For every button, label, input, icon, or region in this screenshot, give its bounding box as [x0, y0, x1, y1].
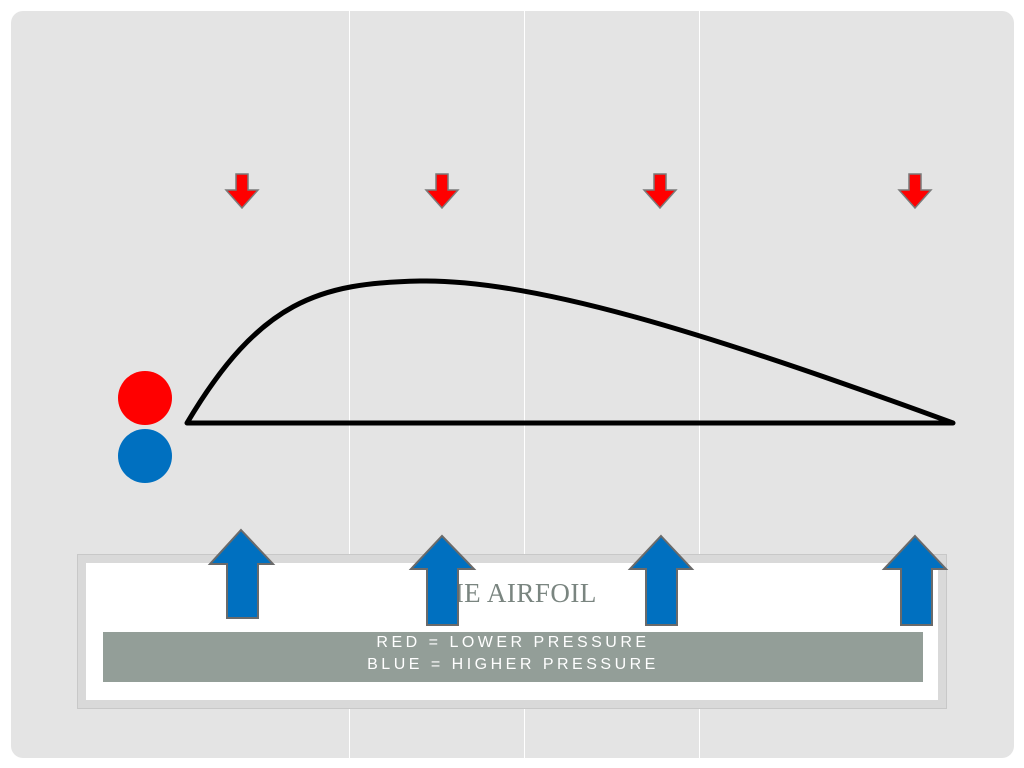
divider-line [699, 11, 700, 758]
blue-up-arrow-icon [408, 534, 477, 626]
red-down-arrow-icon [424, 173, 460, 210]
legend-band [103, 632, 923, 682]
legend-red-text: RED = LOWER PRESSURE [376, 634, 650, 651]
blue-circle-icon [118, 429, 172, 483]
divider-line [524, 11, 525, 758]
red-circle-icon [118, 371, 172, 425]
blue-up-arrow-icon [207, 528, 276, 619]
title-box [77, 554, 947, 709]
red-down-arrow-icon [224, 173, 260, 210]
red-down-arrow-icon [897, 173, 933, 210]
legend-blue-text: BLUE = HIGHER PRESSURE [367, 656, 659, 673]
red-down-arrow-icon [642, 173, 678, 210]
divider-line [349, 11, 350, 758]
blue-up-arrow-icon [627, 534, 695, 626]
blue-up-arrow-icon [881, 534, 949, 626]
airfoil-upper-surface [184, 278, 956, 426]
